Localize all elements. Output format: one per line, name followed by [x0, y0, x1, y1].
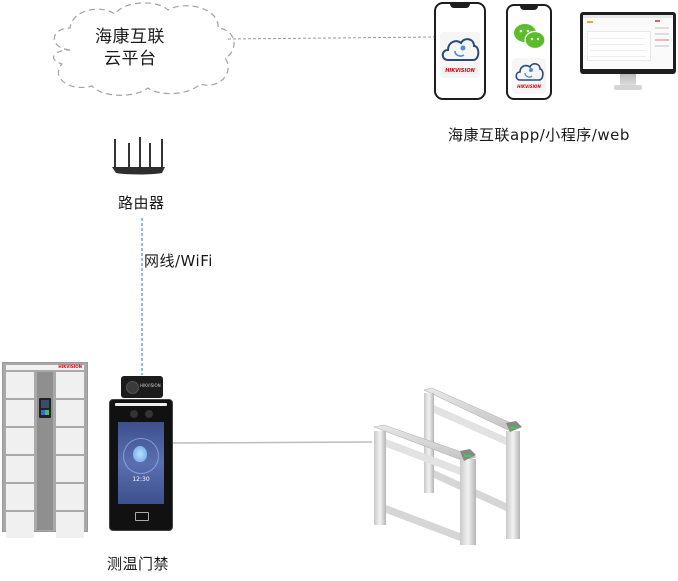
- thermal-lens: [126, 381, 139, 394]
- web-sidebar: [655, 27, 669, 57]
- phone-miniprogram: HIKVISION: [506, 4, 552, 100]
- face-icon: [133, 446, 147, 462]
- camera-brand: HIKVISION: [140, 383, 161, 388]
- web-titlebar: [583, 15, 673, 18]
- link-label: 网线/WiFi: [144, 252, 213, 270]
- web-table: [587, 31, 651, 61]
- indicator-light-back: [510, 427, 517, 429]
- router-icon: [112, 137, 165, 175]
- hik-connect-cloud-icon: [441, 38, 480, 61]
- cloud-platform: 海康互联 云平台: [40, 0, 240, 100]
- light-bar: [115, 403, 167, 406]
- phone-notch: [450, 4, 470, 8]
- card-reader-icon: [135, 512, 149, 521]
- face-recognition-terminal: 12:30: [109, 399, 173, 531]
- thermal-camera-module: HIKVISION: [121, 376, 163, 398]
- locker-top-panel: HIKVISION: [6, 364, 84, 370]
- locker-right-column: [56, 372, 84, 538]
- monitor-base: [614, 85, 642, 90]
- clients-label: 海康互联app/小程序/web: [448, 126, 630, 144]
- router-label: 路由器: [118, 194, 165, 212]
- smart-locker: HIKVISION: [2, 362, 88, 538]
- phone-notch: [520, 6, 538, 10]
- face-scan-ring: [123, 438, 159, 474]
- camera-left: [130, 410, 138, 418]
- cloud-platform-label-line1: 海康互联: [95, 27, 165, 47]
- locker-left-column: [6, 372, 34, 538]
- web-badge: [655, 20, 660, 22]
- terminal-to-turnstile-link: [171, 441, 373, 444]
- turnstile-front-unit: [373, 424, 477, 545]
- monitor-screen: [580, 12, 676, 74]
- locker-brand: HIKVISION: [58, 364, 82, 369]
- phone-app: HIKVISION: [434, 2, 486, 100]
- cloud-platform-label-line2: 云平台: [104, 49, 157, 69]
- web-dashboard: [583, 15, 673, 69]
- monitor-stand: [620, 74, 636, 86]
- swing-barrier-turnstile: [373, 387, 522, 545]
- terminal-label: 测温门禁: [107, 555, 170, 573]
- cloud-outline-icon: [53, 2, 235, 96]
- hik-connect-cloud-icon-small: [515, 63, 544, 81]
- locker-screen: [39, 398, 51, 418]
- cloud-to-clients-link: [227, 36, 438, 40]
- terminal-clock: 12:30: [132, 476, 150, 483]
- wechat-icon: [514, 24, 546, 50]
- app-brand-text: HIKVISION: [442, 68, 478, 74]
- camera-right: [145, 410, 153, 418]
- locker-center-column: [37, 372, 53, 530]
- web-logo: [587, 21, 593, 23]
- indicator-light-front: [464, 455, 471, 457]
- miniprogram-icon-card: [512, 58, 546, 94]
- miniprogram-brand-text: HIKVISION: [517, 84, 541, 89]
- monitor-web: [580, 12, 676, 94]
- terminal-screen: 12:30: [118, 422, 164, 504]
